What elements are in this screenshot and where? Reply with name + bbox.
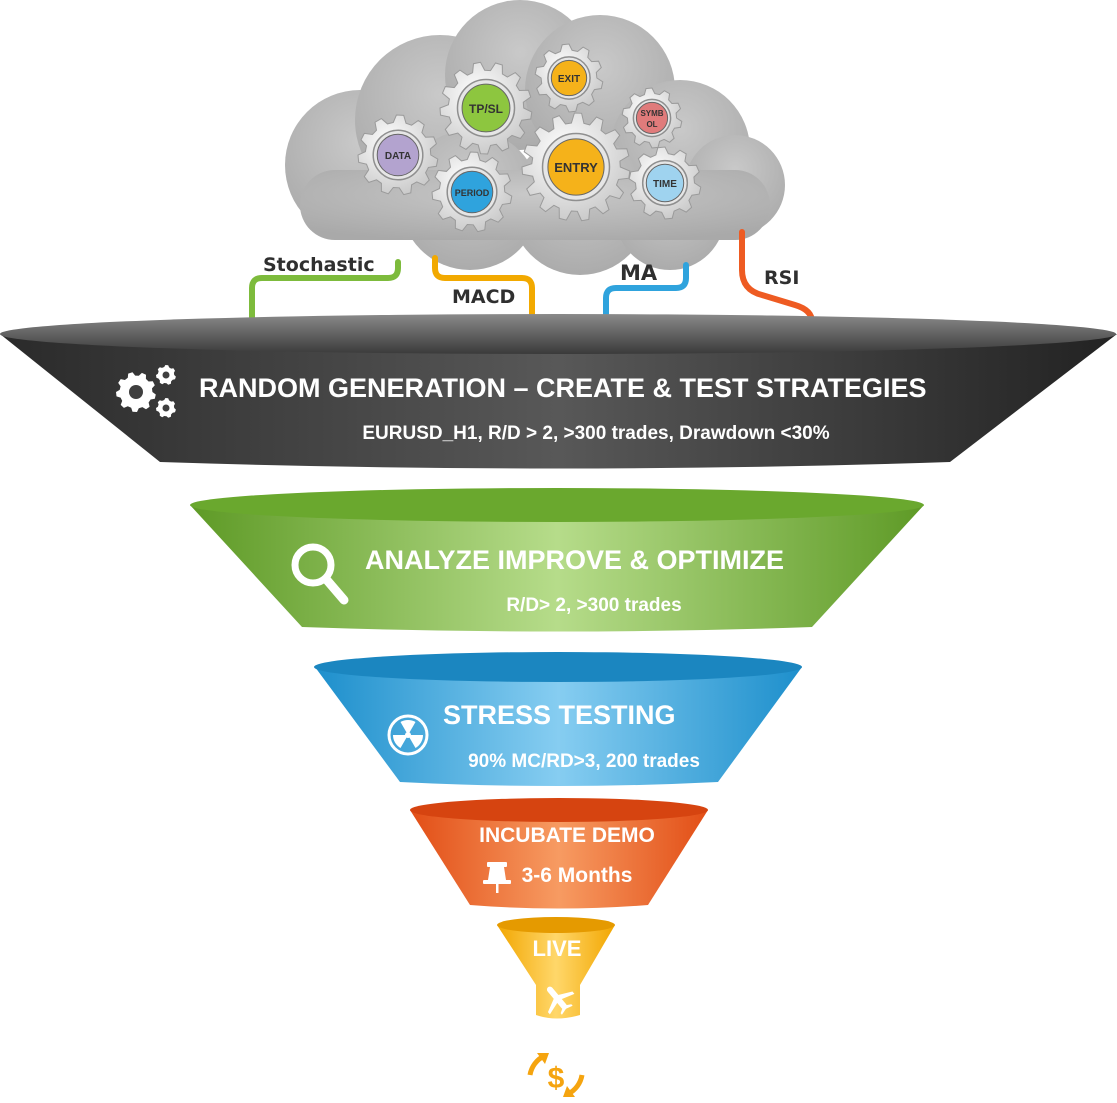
cloud [285, 0, 785, 275]
gear-label-tpsl: TP/SL [469, 102, 503, 116]
stress-testing-subtitle: 90% MC/RD>3, 200 trades [468, 751, 700, 772]
gear-label-period: PERIOD [455, 188, 490, 198]
time-gear [628, 146, 702, 220]
stochastic-label: Stochastic [263, 254, 375, 276]
exit-gear [534, 43, 604, 113]
gears-icon [116, 365, 176, 418]
period-gear [431, 151, 513, 233]
rsi-label: RSI [764, 267, 799, 289]
random-generation-funnel [0, 334, 1117, 469]
random-generation-rim [0, 314, 1116, 354]
incubate-demo-rim [410, 798, 708, 822]
macd-label: MACD [452, 286, 515, 308]
gears-cluster: DATA PERIOD TP/SL EXIT ENTRY SYMB OL TIM… [357, 43, 702, 233]
stress-testing-stage: STRESS TESTING 90% MC/RD>3, 200 trades [314, 652, 802, 786]
stress-testing-rim [314, 652, 802, 682]
ma-wire [603, 262, 689, 333]
incubate-demo-title: INCUBATE DEMO [479, 824, 655, 847]
analyze-stage: ANALYZE IMPROVE & OPTIMIZE R/D> 2, >300 … [190, 488, 924, 632]
gear-label-symbol-2: OL [646, 120, 657, 129]
live-funnel [497, 925, 615, 1019]
magnifier-icon [291, 543, 349, 605]
analyze-funnel [190, 505, 924, 632]
incubate-demo-stage: INCUBATE DEMO 3-6 Months [410, 798, 708, 909]
gear-label-time: TIME [653, 179, 677, 190]
dollar-exchange-icon: $ [527, 1053, 585, 1097]
stochastic-wire [249, 259, 401, 328]
gear-label-exit: EXIT [558, 74, 580, 85]
analyze-rim [190, 488, 924, 522]
entry-gear [521, 112, 631, 222]
gear-label-entry: ENTRY [554, 160, 598, 175]
svg-text:$: $ [548, 1062, 565, 1095]
tpsl-gear [439, 61, 533, 155]
data-gear [357, 114, 439, 196]
airplane-icon [546, 986, 575, 1015]
incubate-demo-subtitle: 3-6 Months [522, 864, 633, 887]
gear-label-data: DATA [385, 151, 411, 162]
analyze-subtitle: R/D> 2, >300 trades [506, 595, 681, 616]
radiation-icon [387, 714, 429, 756]
ma-label: MA [620, 261, 658, 285]
stress-testing-title: STRESS TESTING [443, 700, 676, 730]
gear-label-symbol-1: SYMB [640, 109, 663, 118]
random-generation-subtitle: EURUSD_H1, R/D > 2, >300 trades, Drawdow… [362, 423, 829, 444]
live-title: LIVE [533, 936, 582, 961]
random-generation-title: RANDOM GENERATION – CREATE & TEST STRATE… [199, 373, 927, 403]
symbol-gear [621, 87, 683, 149]
live-stage: LIVE [497, 917, 615, 1019]
pushpin-icon [483, 862, 511, 893]
analyze-title: ANALYZE IMPROVE & OPTIMIZE [365, 545, 784, 575]
stress-testing-funnel [315, 667, 802, 786]
live-rim [497, 917, 615, 933]
random-generation-stage: RANDOM GENERATION – CREATE & TEST STRATE… [0, 314, 1117, 469]
macd-wire [432, 255, 535, 338]
